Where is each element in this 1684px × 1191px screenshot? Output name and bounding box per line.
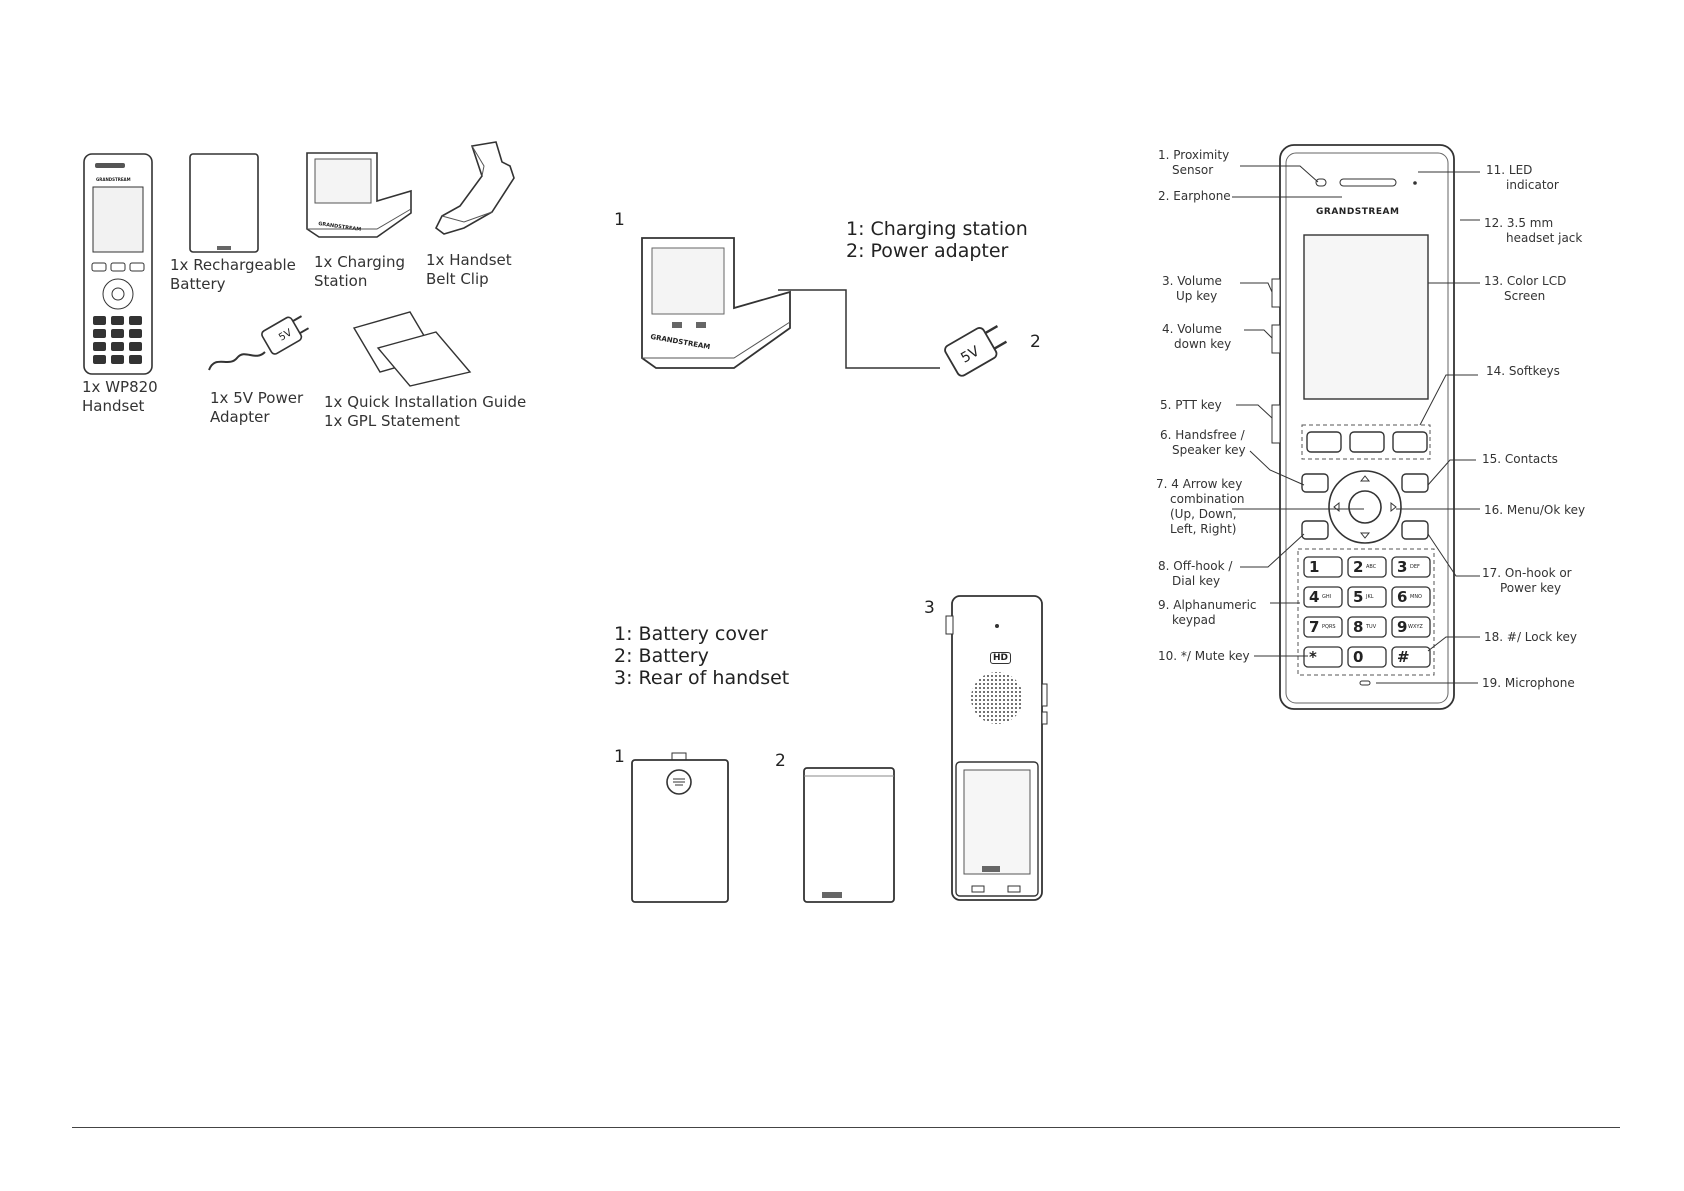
hd-mark: HD: [990, 652, 1012, 664]
item-station-qty: 1x Charging: [314, 253, 405, 271]
callout-offhook-2: Dial key: [1172, 574, 1221, 588]
battery-callout-2: 2: [775, 751, 786, 771]
item-battery-name: Battery: [170, 275, 226, 293]
bottom-divider: [72, 1127, 1620, 1128]
callout-voldown-1: 4. Volume: [1162, 322, 1222, 336]
charging-cable: [778, 289, 940, 369]
key-5: 5: [1353, 588, 1364, 606]
documents-illustration: [352, 311, 472, 387]
key-1: 1: [1309, 558, 1320, 576]
power-adapter-illustration: [208, 315, 310, 371]
belt-clip-illustration: [434, 141, 515, 235]
item-battery-qty: 1x Rechargeable: [170, 256, 296, 274]
key-7-letters: PQRS: [1322, 624, 1336, 630]
handset-brand: GRANDSTREAM: [96, 177, 131, 182]
callout-arrow-2: combination: [1170, 492, 1245, 506]
handset-front-diagram: [1271, 144, 1455, 710]
battery-legend-3: 3: Rear of handset: [614, 667, 790, 689]
key-8: 8: [1353, 618, 1364, 636]
key-9: 9: [1397, 618, 1408, 636]
item-station-name: Station: [314, 272, 368, 290]
key-6-letters: MNO: [1410, 594, 1422, 600]
callout-led-1: 11. LED: [1486, 163, 1533, 177]
charging-legend-2: 2: Power adapter: [846, 240, 1009, 262]
callout-onhook-2: Power key: [1500, 581, 1562, 595]
key-0: 0: [1353, 648, 1364, 666]
key-2: 2: [1353, 558, 1364, 576]
item-adapter-qty: 1x 5V Power: [210, 389, 304, 407]
battery-cover-illustration: [631, 752, 729, 903]
key-2-letters: ABC: [1366, 564, 1377, 570]
callout-lcd-2: Screen: [1504, 289, 1546, 303]
callout-softkeys: 14. Softkeys: [1486, 364, 1560, 378]
handset-illustration: [83, 153, 153, 375]
charging-legend-1: 1: Charging station: [846, 218, 1028, 240]
callout-speaker-1: 6. Handsfree /: [1160, 428, 1245, 442]
key-3: 3: [1397, 558, 1408, 576]
key-8-letters: TUV: [1366, 624, 1377, 630]
callout-microphone: 19. Microphone: [1482, 676, 1575, 690]
callout-speaker-2: Speaker key: [1172, 443, 1246, 457]
item-clip-name: Belt Clip: [426, 270, 489, 288]
callout-menu: 16. Menu/Ok key: [1484, 503, 1586, 517]
battery-callout-3: 3: [924, 598, 935, 618]
callout-ptt: 5. PTT key: [1160, 398, 1222, 412]
callout-proximity-2: Sensor: [1172, 163, 1214, 177]
callout-led-2: indicator: [1506, 178, 1559, 192]
key-6: 6: [1397, 588, 1408, 606]
handset-rear-illustration: [945, 595, 1048, 901]
item-docs-name: 1x GPL Statement: [324, 412, 460, 430]
charging-station-illustration: [306, 152, 412, 238]
callout-proximity-1: 1. Proximity: [1158, 148, 1230, 162]
charging-station-large: [641, 237, 791, 369]
key-7: 7: [1309, 618, 1320, 636]
callout-volup-1: 3. Volume: [1162, 274, 1222, 288]
item-clip-qty: 1x Handset: [426, 251, 512, 269]
callout-keypad-2: keypad: [1172, 613, 1216, 627]
callout-voldown-2: down key: [1174, 337, 1232, 351]
battery-illustration-large: [803, 767, 895, 903]
item-docs-qty: 1x Quick Installation Guide: [324, 393, 527, 411]
leader-lines: [1232, 165, 1480, 684]
callout-1: 1: [614, 210, 625, 230]
callout-lock: 18. #/ Lock key: [1484, 630, 1577, 644]
callout-offhook-1: 8. Off-hook /: [1158, 559, 1233, 573]
battery-legend-1: 1: Battery cover: [614, 623, 768, 645]
battery-legend-2: 2: Battery: [614, 645, 709, 667]
callout-arrow-1: 7. 4 Arrow key: [1156, 477, 1243, 491]
diagram-brand: GRANDSTREAM: [1316, 207, 1400, 217]
key-3-letters: DEF: [1410, 564, 1420, 570]
callout-contacts: 15. Contacts: [1482, 452, 1558, 466]
callout-mute: 10. */ Mute key: [1158, 649, 1250, 663]
key-4: 4: [1309, 588, 1320, 606]
callout-jack-2: headset jack: [1506, 231, 1583, 245]
callout-volup-2: Up key: [1176, 289, 1218, 303]
power-adapter-large: [944, 325, 1008, 377]
callout-jack-1: 12. 3.5 mm: [1484, 216, 1554, 230]
callout-arrow-3: (Up, Down,: [1170, 507, 1237, 521]
item-handset-name: Handset: [82, 397, 145, 415]
item-handset-qty: 1x WP820: [82, 378, 158, 396]
item-adapter-name: Adapter: [210, 408, 270, 426]
key-9-letters: WXYZ: [1408, 624, 1423, 630]
key-star: *: [1309, 648, 1317, 666]
callout-arrow-4: Left, Right): [1170, 522, 1237, 536]
battery-illustration: [189, 153, 259, 253]
callout-lcd-1: 13. Color LCD: [1484, 274, 1567, 288]
battery-callout-1: 1: [614, 747, 625, 767]
key-4-letters: GHI: [1322, 594, 1332, 600]
key-hash: #: [1397, 648, 1410, 666]
callout-onhook-1: 17. On-hook or: [1482, 566, 1572, 580]
callout-2: 2: [1030, 332, 1041, 352]
key-5-letters: JKL: [1366, 594, 1374, 600]
callout-earphone: 2. Earphone: [1158, 189, 1231, 203]
callout-keypad-1: 9. Alphanumeric: [1158, 598, 1257, 612]
